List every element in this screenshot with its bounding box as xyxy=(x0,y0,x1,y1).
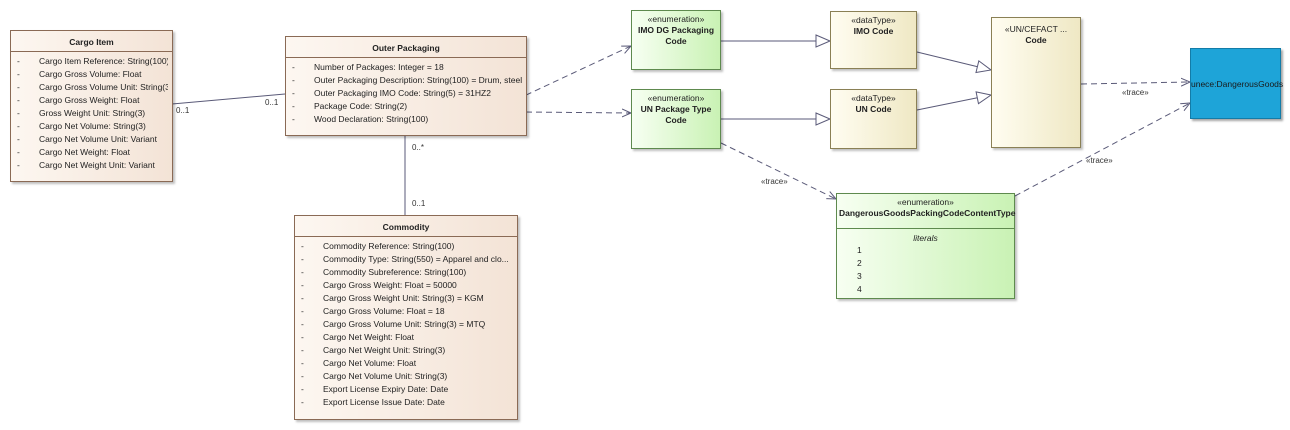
attribute-row: -Cargo Gross Weight Unit: String(3) = KG… xyxy=(301,293,484,303)
attribute-row: -Cargo Net Weight: Float xyxy=(17,147,131,157)
imo-code-header: «dataType» IMO Code xyxy=(831,12,916,37)
attribute-row: -Outer Packaging Description: String(100… xyxy=(292,75,522,85)
dangerous-goods-packing-code-enum[interactable]: «enumeration» DangerousGoodsPackingCodeC… xyxy=(836,193,1015,299)
trace-un-pkg-dg xyxy=(720,142,836,199)
gen-imo-code-cefact xyxy=(916,51,991,70)
trace-dg-unece xyxy=(1014,103,1190,197)
enum-name-line1: IMO DG Packaging xyxy=(637,25,715,35)
datatype-name: IMO Code xyxy=(853,26,894,36)
multiplicity-outer-end: 0..1 xyxy=(265,98,279,107)
stereotype-label: «dataType» xyxy=(851,93,896,103)
cefact-code-header: «UN/CEFACT ... Code xyxy=(992,18,1080,46)
assoc-cargo-outer xyxy=(171,93,286,105)
literal-item: 1 xyxy=(857,245,862,255)
attribute-row: -Commodity Reference: String(100) xyxy=(301,241,455,251)
attribute-row: -Cargo Item Reference: String(100) xyxy=(17,56,168,66)
datatype-name: Code xyxy=(1025,35,1047,45)
attribute-row: -Package Code: String(2) xyxy=(292,101,408,111)
outer-packaging-title: Outer Packaging xyxy=(286,37,526,58)
cargo-item-title: Cargo Item xyxy=(11,31,172,52)
stereotype-label: «UN/CEFACT ... xyxy=(1004,24,1068,34)
attribute-row: -Cargo Net Volume: Float xyxy=(301,358,417,368)
stereotype-label: «enumeration» xyxy=(647,14,705,24)
multiplicity-outer-commodity-top: 0..* xyxy=(412,143,425,152)
attribute-row: -Gross Weight Unit: String(3) xyxy=(17,108,146,118)
cargo-item-attributes: -Cargo Item Reference: String(100) -Carg… xyxy=(11,52,172,172)
attribute-row: -Outer Packaging IMO Code: String(5) = 3… xyxy=(292,88,491,98)
multiplicity-cargo-end: 0..1 xyxy=(176,106,190,115)
unece-element-name: unece:DangerousGoods xyxy=(1191,79,1284,89)
un-code-header: «dataType» UN Code xyxy=(831,90,916,115)
un-package-type-header: «enumeration» UN Package Type Code xyxy=(632,90,720,126)
dep-outer-imo xyxy=(516,46,631,97)
trace-cefact-unece xyxy=(1080,82,1190,84)
imo-dg-packaging-code-enum[interactable]: «enumeration» IMO DG Packaging Code xyxy=(631,10,721,70)
commodity-title: Commodity xyxy=(295,216,517,237)
gen-un-code-cefact xyxy=(916,95,991,111)
attribute-row: -Export License Issue Date: Date xyxy=(301,397,445,407)
outer-packaging-attributes: -Number of Packages: Integer = 18 -Outer… xyxy=(286,58,526,126)
attribute-row: -Cargo Net Weight Unit: String(3) xyxy=(301,345,446,355)
stereotype-label: «enumeration» xyxy=(897,197,954,207)
trace-label-dg-unece: «trace» xyxy=(1086,156,1113,165)
dg-enum-header: «enumeration» DangerousGoodsPackingCodeC… xyxy=(837,194,1016,219)
multiplicity-outer-commodity-bottom: 0..1 xyxy=(412,199,426,208)
un-package-type-code-enum[interactable]: «enumeration» UN Package Type Code xyxy=(631,89,721,149)
attribute-row: -Wood Declaration: String(100) xyxy=(292,114,429,124)
attribute-row: -Cargo Gross Volume: Float = 18 xyxy=(301,306,445,316)
literal-item: 4 xyxy=(857,284,862,294)
enum-name-line2: Code xyxy=(665,36,687,46)
attribute-row: -Commodity Subreference: String(100) xyxy=(301,267,467,277)
attribute-row: -Number of Packages: Integer = 18 xyxy=(292,62,444,72)
literals-section: literals 1 2 3 4 xyxy=(837,228,1014,296)
attribute-row: -Cargo Gross Volume Unit: String(3) = MT… xyxy=(301,319,486,329)
outer-packaging-class[interactable]: Outer Packaging -Number of Packages: Int… xyxy=(285,36,527,136)
enum-name-line2: Code xyxy=(665,115,687,125)
stereotype-label: «enumeration» xyxy=(647,93,705,103)
imo-dg-packaging-header: «enumeration» IMO DG Packaging Code xyxy=(632,11,720,47)
attribute-row: -Cargo Net Volume Unit: String(3) xyxy=(301,371,448,381)
datatype-name: UN Code xyxy=(855,104,892,114)
attribute-row: -Cargo Net Weight Unit: Variant xyxy=(17,160,155,170)
literals-heading: literals xyxy=(913,233,938,243)
unece-dangerous-goods-element[interactable]: unece:DangerousGoods xyxy=(1190,48,1284,119)
trace-label-un-package-dg: «trace» xyxy=(761,177,788,186)
literal-item: 3 xyxy=(857,271,862,281)
attribute-row: -Cargo Net Volume Unit: Variant xyxy=(17,134,157,144)
attribute-row: -Cargo Gross Weight: Float = 50000 xyxy=(301,280,457,290)
dep-outer-un xyxy=(516,112,631,113)
imo-code-datatype[interactable]: «dataType» IMO Code xyxy=(830,11,917,69)
attribute-row: -Cargo Gross Volume: Float xyxy=(17,69,142,79)
attribute-row: -Cargo Net Volume: String(3) xyxy=(17,121,146,131)
cargo-item-class[interactable]: Cargo Item -Cargo Item Reference: String… xyxy=(10,30,173,182)
attribute-row: -Cargo Gross Weight: Float xyxy=(17,95,140,105)
enum-name: DangerousGoodsPackingCodeContentType xyxy=(839,208,1016,218)
stereotype-label: «dataType» xyxy=(851,15,896,25)
trace-label-cefact-unece: «trace» xyxy=(1122,88,1149,97)
commodity-class[interactable]: Commodity -Commodity Reference: String(1… xyxy=(294,215,518,420)
cefact-code-datatype[interactable]: «UN/CEFACT ... Code xyxy=(991,17,1081,148)
commodity-attributes: -Commodity Reference: String(100) -Commo… xyxy=(295,237,517,409)
un-code-datatype[interactable]: «dataType» UN Code xyxy=(830,89,917,149)
literal-item: 2 xyxy=(857,258,862,268)
attribute-row: -Cargo Gross Volume Unit: String(3) xyxy=(17,82,168,92)
attribute-row: -Cargo Net Weight: Float xyxy=(301,332,415,342)
enum-name-line1: UN Package Type xyxy=(640,104,712,114)
attribute-row: -Commodity Type: String(550) = Apparel a… xyxy=(301,254,509,264)
attribute-row: -Export License Expiry Date: Date xyxy=(301,384,449,394)
